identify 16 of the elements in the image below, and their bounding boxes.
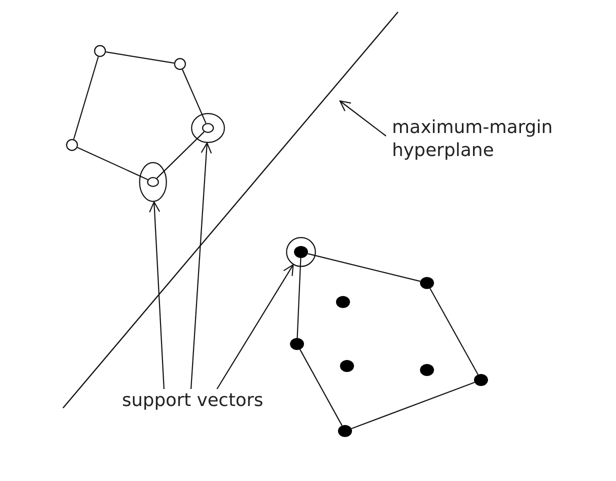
hull-line <box>308 253 420 282</box>
hull-line <box>430 288 478 375</box>
arrow <box>339 100 386 136</box>
hull-line <box>351 382 475 430</box>
annotation-text: maximum-margin hyperplane <box>392 116 554 162</box>
hull-line <box>300 349 342 426</box>
annotation-text: support vectors <box>122 389 264 412</box>
hull-line <box>182 69 206 124</box>
hull-line <box>73 56 99 140</box>
hull-line <box>106 51 174 64</box>
arrow <box>190 142 212 390</box>
hull-line <box>77 147 148 180</box>
arrow <box>216 264 294 390</box>
hull-line <box>156 131 204 179</box>
hull-line <box>296 258 302 338</box>
arrow <box>149 201 165 390</box>
